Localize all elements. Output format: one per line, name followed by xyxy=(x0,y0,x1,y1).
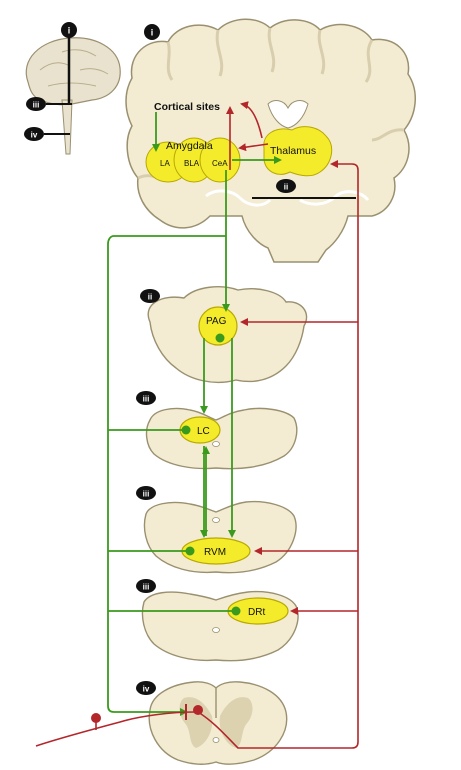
inset-badge-i: i xyxy=(68,26,71,36)
lower-medulla-badge: iii xyxy=(143,583,150,592)
cea-label: CeA xyxy=(212,159,228,168)
descending-pathways xyxy=(107,112,282,716)
drt-label: DRt xyxy=(248,607,265,618)
brain-level-marker-badge: ii xyxy=(284,183,288,192)
upper-medulla-badge: iii xyxy=(143,490,150,499)
ascending-pathways xyxy=(35,101,359,749)
inset-brain-shape xyxy=(25,37,121,106)
lateral-ventricle xyxy=(267,100,309,129)
inset-badge-iii: iii xyxy=(33,101,40,110)
spinal-to-thalamus-path xyxy=(197,160,359,749)
pag-nucleus xyxy=(198,306,238,346)
pons-section xyxy=(145,407,298,470)
afferent-cell-bodies xyxy=(91,705,203,723)
pons-badge: iii xyxy=(143,395,150,404)
cea-outer-descending-path xyxy=(107,235,226,716)
rvm-label: RVM xyxy=(204,547,226,558)
thalamus-to-cortex-path-2 xyxy=(240,101,263,139)
inset-badge-iv: iv xyxy=(31,131,38,140)
brain-inset xyxy=(25,30,121,155)
thalamus-label: Thalamus xyxy=(270,145,316,157)
lc-label: LC xyxy=(197,426,210,437)
spinal-cord-badge: iv xyxy=(143,685,150,694)
midbrain-badge: ii xyxy=(148,293,152,302)
inset-spinal-cord xyxy=(61,99,73,155)
spinal-cord-section xyxy=(148,681,288,765)
section-badges: i iii iv i ii ii iii iii iii iv xyxy=(24,22,296,695)
bla-label: BLA xyxy=(184,159,200,168)
thalamus-to-amygdala-path xyxy=(238,143,269,152)
peripheral-afferent xyxy=(35,711,197,747)
la-label: LA xyxy=(160,159,170,168)
cortical-sites-label: Cortical sites xyxy=(154,101,220,113)
amygdala-label: Amygdala xyxy=(166,140,213,152)
brain-section-badge: i xyxy=(151,28,154,38)
pag-label: PAG xyxy=(206,316,227,327)
pathway-origin-dots xyxy=(181,333,241,616)
